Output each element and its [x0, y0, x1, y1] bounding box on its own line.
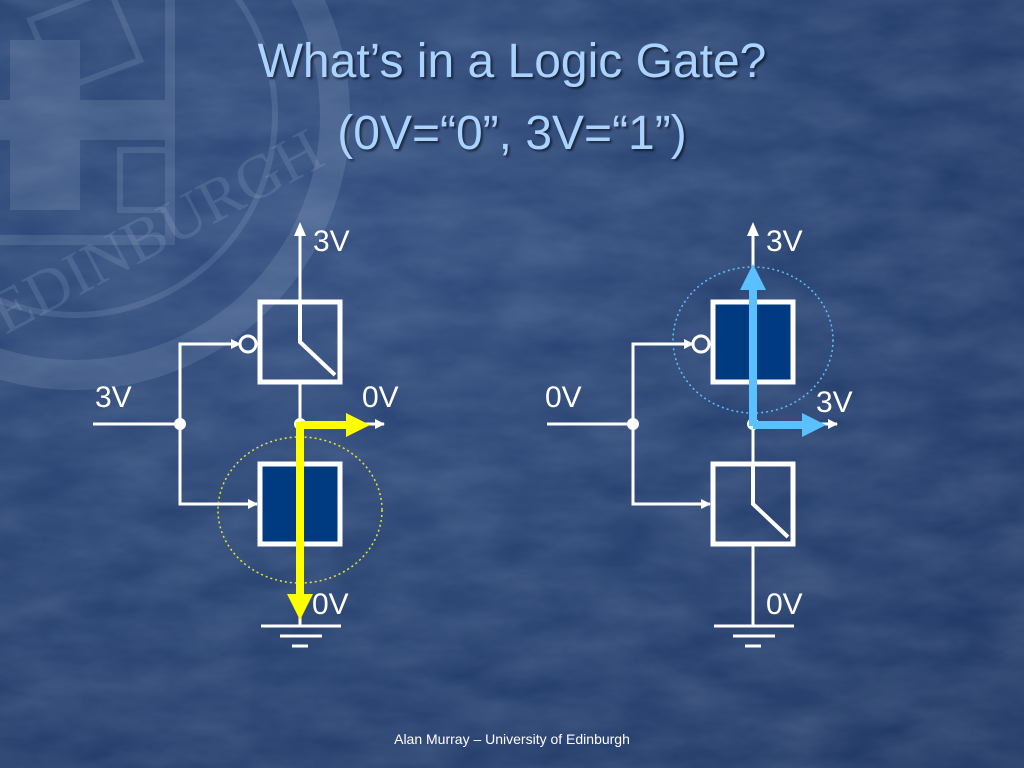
- slide-title-line-2: (0V=“0”, 3V=“1”): [337, 107, 687, 160]
- left-path-right-arrow-icon: [346, 413, 370, 437]
- left-supply-arrow-icon: [294, 222, 306, 236]
- right-input-label: 0V: [545, 381, 582, 414]
- right-path-right-arrow-icon: [802, 413, 826, 437]
- slide-footer: Alan Murray – University of Edinburgh: [394, 731, 630, 747]
- right-inverter-circuit: 3V 3V 0V 0: [545, 222, 853, 648]
- left-upper-switch-lever: [298, 302, 337, 377]
- right-output-label: 3V: [816, 386, 853, 419]
- left-ground-label: 0V: [312, 588, 349, 621]
- right-ground-label: 0V: [766, 588, 803, 621]
- left-supply-label: 3V: [313, 225, 350, 258]
- right-upper-inverter-bubble-icon: [691, 334, 711, 354]
- left-inverter-circuit: 3V 0V 3V 0: [93, 222, 399, 648]
- left-input-upper-branch: [178, 339, 241, 424]
- right-lower-switch-lever: [751, 464, 790, 539]
- right-path-up-arrow-icon: [740, 264, 766, 290]
- slide-title-line-1: What’s in a Logic Gate?: [257, 35, 767, 88]
- right-input-lower-branch: [631, 424, 711, 509]
- right-current-path: [740, 264, 826, 437]
- university-crest-watermark: [0, 0, 350, 390]
- left-upper-inverter-bubble-icon: [238, 334, 258, 354]
- right-supply-arrow-icon: [747, 222, 759, 236]
- right-supply-label: 3V: [766, 225, 803, 258]
- left-ground-icon: [261, 624, 341, 648]
- right-input-upper-branch: [631, 339, 694, 424]
- left-current-path: [287, 413, 370, 620]
- left-output-label: 0V: [362, 381, 399, 414]
- left-input-label: 3V: [95, 381, 132, 414]
- right-ground-icon: [714, 624, 794, 648]
- left-path-down-arrow-icon: [287, 594, 313, 620]
- left-input-lower-branch: [178, 424, 258, 509]
